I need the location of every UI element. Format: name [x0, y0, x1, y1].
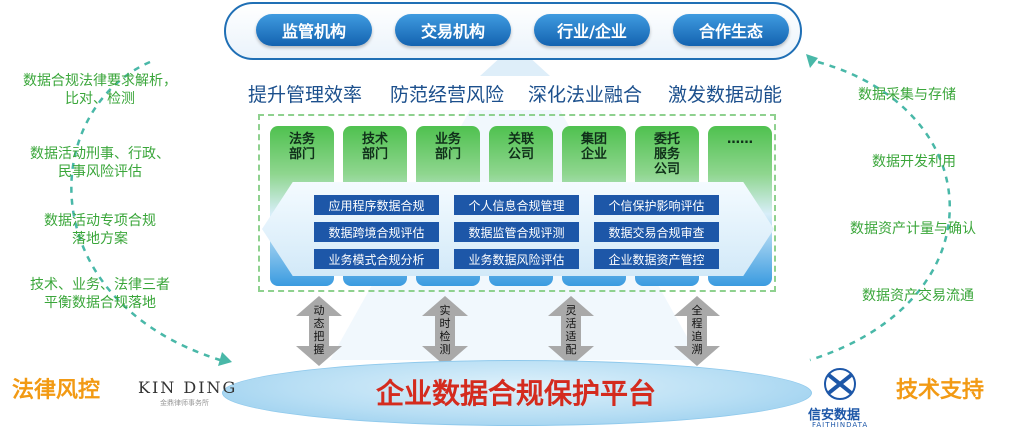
right-arc [809, 60, 951, 362]
pill-exchange: 交易机构 [395, 14, 511, 46]
faithindata-logo-icon [824, 368, 856, 400]
right-item-2: 数据开发利用 [872, 154, 956, 170]
service-trading-review: 数据交易合规审查 [594, 222, 719, 242]
right-arc-arrowhead [806, 54, 818, 68]
double-arrow-4 [674, 296, 720, 366]
faithindata-logo-sub: FAITHINDATA [812, 421, 869, 429]
double-arrow-3 [548, 296, 594, 366]
service-personal-info: 个人信息合规管理 [454, 195, 579, 215]
legal-risk-title: 法律风控 [12, 378, 101, 403]
service-panel [258, 114, 776, 292]
left-item-4: 技术、业务、法律三者 平衡数据合规落地 [30, 277, 170, 311]
goal-risk: 防范经营风险 [390, 84, 505, 106]
service-supervision: 数据监管合规评测 [454, 222, 579, 242]
arrow-label-flexible: 灵 活 适 配 [565, 304, 577, 356]
service-data-risk: 业务数据风险评估 [454, 249, 579, 269]
service-asset-control: 企业数据资产管控 [594, 249, 719, 269]
service-cross-border: 数据跨境合规评估 [314, 222, 439, 242]
left-arc [70, 60, 221, 362]
goal-integration: 深化法业融合 [528, 84, 643, 106]
up-cone [480, 44, 550, 76]
left-item-1: 数据合规法律要求解析， 比对、检测 [23, 73, 177, 107]
pill-industry: 行业/企业 [534, 14, 650, 46]
double-arrow-2 [422, 296, 468, 366]
arrow-label-dynamic: 动 态 把 握 [313, 304, 325, 356]
double-arrow-1 [296, 296, 342, 366]
service-pia: 个信保护影响评估 [594, 195, 719, 215]
kinding-logo: KIN DING [138, 378, 238, 397]
kinding-logo-sub: 金鼎律师事务所 [160, 399, 209, 407]
service-business-model: 业务模式合规分析 [314, 249, 439, 269]
right-item-4: 数据资产交易流通 [862, 288, 974, 304]
arrow-label-realtime: 实 时 检 测 [439, 304, 451, 356]
arrow-label-trace: 全 程 追 溯 [691, 304, 703, 356]
goal-data-power: 激发数据动能 [668, 84, 783, 106]
faithindata-logo-text: 信安数据 [808, 408, 861, 423]
tech-support-title: 技术支持 [896, 378, 985, 403]
left-item-3: 数据活动专项合规 落地方案 [44, 213, 156, 247]
platform-title: 企业数据合规保护平台 [375, 377, 656, 410]
goal-efficiency: 提升管理效率 [248, 84, 363, 106]
right-item-1: 数据采集与存储 [858, 87, 956, 103]
right-item-3: 数据资产计量与确认 [850, 221, 976, 237]
service-app-compliance: 应用程序数据合规 [314, 195, 439, 215]
pill-regulator: 监管机构 [256, 14, 372, 46]
left-item-2: 数据活动刑事、行政、 民事风险评估 [30, 146, 170, 180]
platform-base [222, 360, 812, 426]
pill-ecosystem: 合作生态 [673, 14, 789, 46]
left-arc-arrowhead [218, 352, 232, 366]
